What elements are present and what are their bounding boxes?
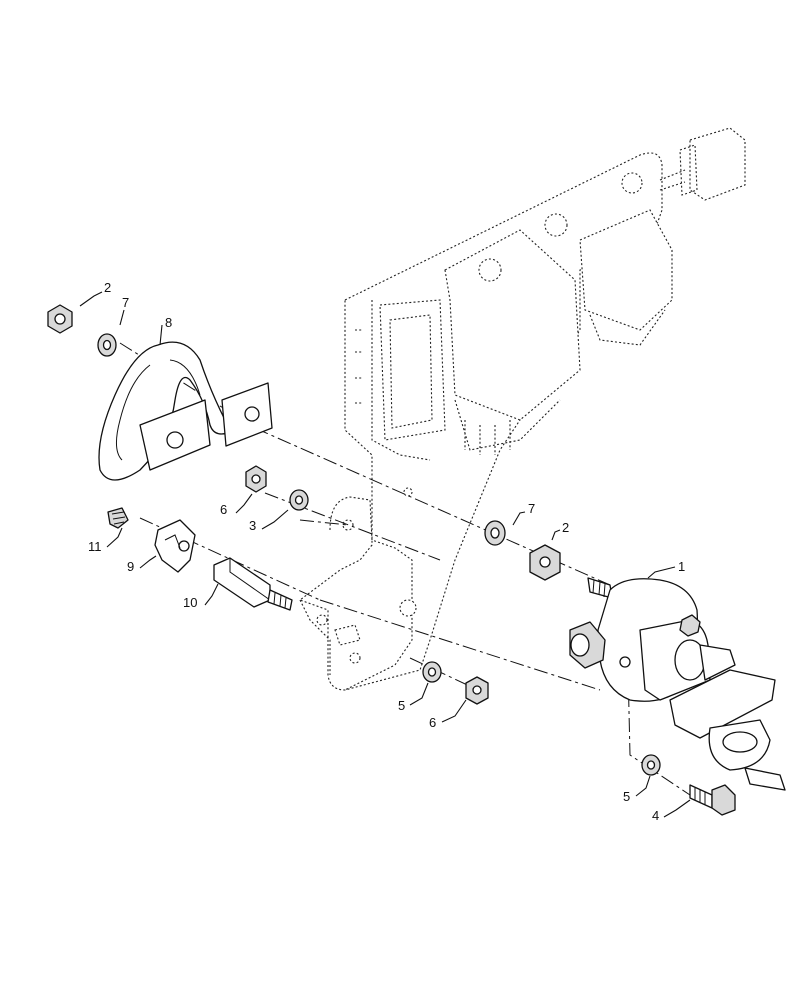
callout-3: 3 bbox=[249, 518, 256, 533]
callout-5-right: 5 bbox=[623, 789, 630, 804]
callout-8: 8 bbox=[165, 315, 172, 330]
battery-disconnect-switch bbox=[569, 577, 786, 791]
washer-right bbox=[641, 754, 661, 776]
callout-labels: 2 7 8 6 3 7 2 11 9 10 1 5 6 5 4 bbox=[88, 280, 685, 823]
callout-5-mid: 5 bbox=[398, 698, 405, 713]
callout-9: 9 bbox=[127, 559, 134, 574]
hex-nut-lower bbox=[529, 544, 561, 581]
washer-upper bbox=[97, 333, 117, 357]
hex-nut-upper bbox=[47, 304, 73, 334]
cable-clip bbox=[154, 519, 196, 573]
callout-6-mid: 6 bbox=[220, 502, 227, 517]
callout-2-upper: 2 bbox=[104, 280, 111, 295]
callout-11: 11 bbox=[88, 539, 102, 554]
callout-6-lower: 6 bbox=[429, 715, 436, 730]
nut-lower bbox=[465, 676, 489, 705]
nut-mid bbox=[245, 465, 267, 493]
standoff-spacer bbox=[213, 557, 293, 611]
callout-4: 4 bbox=[652, 808, 659, 823]
battery-cable bbox=[98, 341, 273, 481]
washer-mid bbox=[289, 489, 309, 511]
callout-1: 1 bbox=[678, 559, 685, 574]
screw bbox=[107, 507, 129, 529]
callout-7-lower: 7 bbox=[528, 501, 535, 516]
callout-2-lower: 2 bbox=[562, 520, 569, 535]
callout-7-upper: 7 bbox=[122, 295, 129, 310]
washer-lower-right bbox=[484, 520, 506, 546]
hex-bolt bbox=[689, 784, 736, 816]
callout-leaders bbox=[79, 291, 691, 818]
callout-10: 10 bbox=[183, 595, 197, 610]
control-module-ghost bbox=[298, 127, 746, 691]
washer-lower-mid bbox=[422, 661, 442, 683]
